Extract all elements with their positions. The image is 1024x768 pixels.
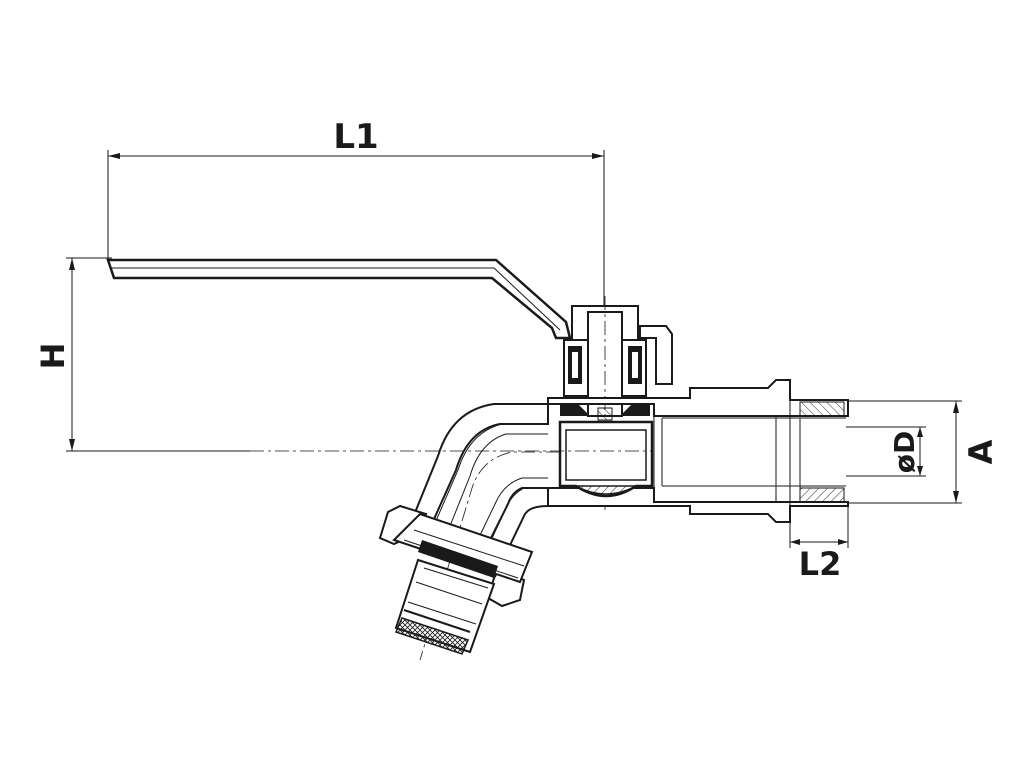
dimension-label-d: øD — [888, 431, 921, 473]
dimension-label-a: A — [962, 439, 1000, 464]
valve-stem — [563, 296, 647, 512]
dimension-label-l1: L1 — [333, 117, 378, 157]
dimension-a: A — [846, 400, 1000, 504]
coupling-nut — [378, 504, 534, 608]
valve-body — [547, 379, 849, 523]
dimension-l2: L2 — [789, 505, 849, 583]
dimension-l1: L1 — [107, 117, 605, 310]
dimension-d: øD — [846, 426, 926, 477]
valve-ball — [558, 404, 654, 498]
lever-handle — [106, 258, 673, 385]
dimension-label-l2: L2 — [799, 545, 842, 583]
dimension-label-h: H — [34, 343, 72, 370]
dimension-h: H — [34, 257, 250, 452]
hose-connector — [394, 558, 496, 655]
